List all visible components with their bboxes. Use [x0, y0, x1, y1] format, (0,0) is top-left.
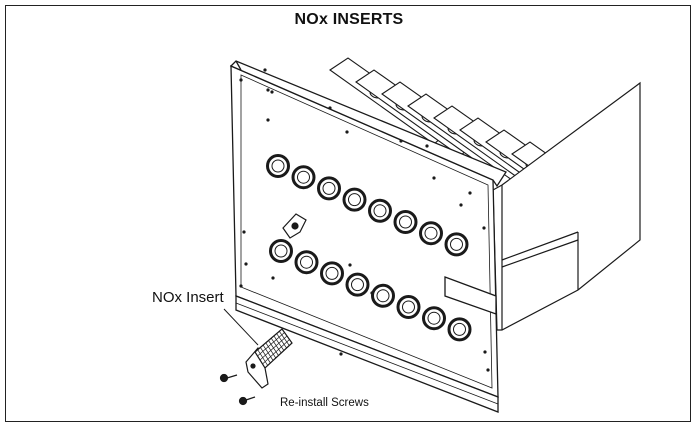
screw-hole	[266, 118, 270, 122]
screw-2	[238, 396, 256, 406]
port-hole	[297, 170, 310, 184]
screw-hole	[339, 352, 343, 356]
figure-title: NOx INSERTS	[294, 11, 404, 28]
nox-insert-label: NOx Insert	[152, 289, 224, 306]
port-hole	[300, 255, 313, 269]
port-hole	[325, 266, 339, 280]
screw-hole	[266, 88, 270, 92]
screw-hole	[486, 368, 490, 372]
screw-hole	[459, 203, 463, 207]
screw-hole	[425, 144, 429, 148]
screw-hole	[328, 106, 332, 110]
screw-hole	[244, 262, 248, 266]
screw-hole	[399, 139, 403, 143]
insert-leader-line	[223, 308, 259, 346]
igniter-bracket	[282, 213, 307, 239]
screw-hole	[468, 191, 472, 195]
mesh-line	[257, 332, 285, 357]
mesh-line	[259, 335, 288, 361]
port-hole	[376, 289, 390, 303]
port-hole	[402, 300, 415, 314]
side-flange	[492, 81, 641, 331]
port-hole	[424, 226, 438, 240]
mesh-line	[254, 328, 283, 353]
port-hole	[450, 237, 463, 251]
screw-hole	[239, 78, 243, 82]
screw-hole	[482, 226, 486, 230]
screw-hole	[345, 130, 349, 134]
nox-insert-part	[245, 328, 293, 389]
screw-hole	[263, 68, 267, 72]
mesh-line	[264, 342, 293, 369]
port-hole	[427, 311, 441, 325]
screw-1	[219, 373, 238, 383]
reinstall-screws-label: Re-install Screws	[280, 397, 369, 409]
port-hole	[271, 159, 285, 173]
screw-hole	[270, 90, 274, 94]
screw-hole	[239, 284, 243, 288]
port-hole	[373, 204, 387, 218]
screw-hole	[483, 350, 487, 354]
mesh-line	[262, 339, 290, 365]
screw-hole	[242, 230, 246, 234]
port-hole	[351, 278, 364, 292]
port-hole	[274, 244, 288, 258]
screw-hole	[348, 263, 352, 267]
port-hole	[322, 181, 336, 195]
screw-hole	[432, 176, 436, 180]
burner-ports	[266, 154, 472, 342]
screw-hole	[271, 276, 275, 280]
figure-frame	[5, 5, 691, 422]
port-hole	[399, 215, 412, 229]
port-hole	[348, 193, 361, 207]
port-hole	[453, 322, 466, 336]
